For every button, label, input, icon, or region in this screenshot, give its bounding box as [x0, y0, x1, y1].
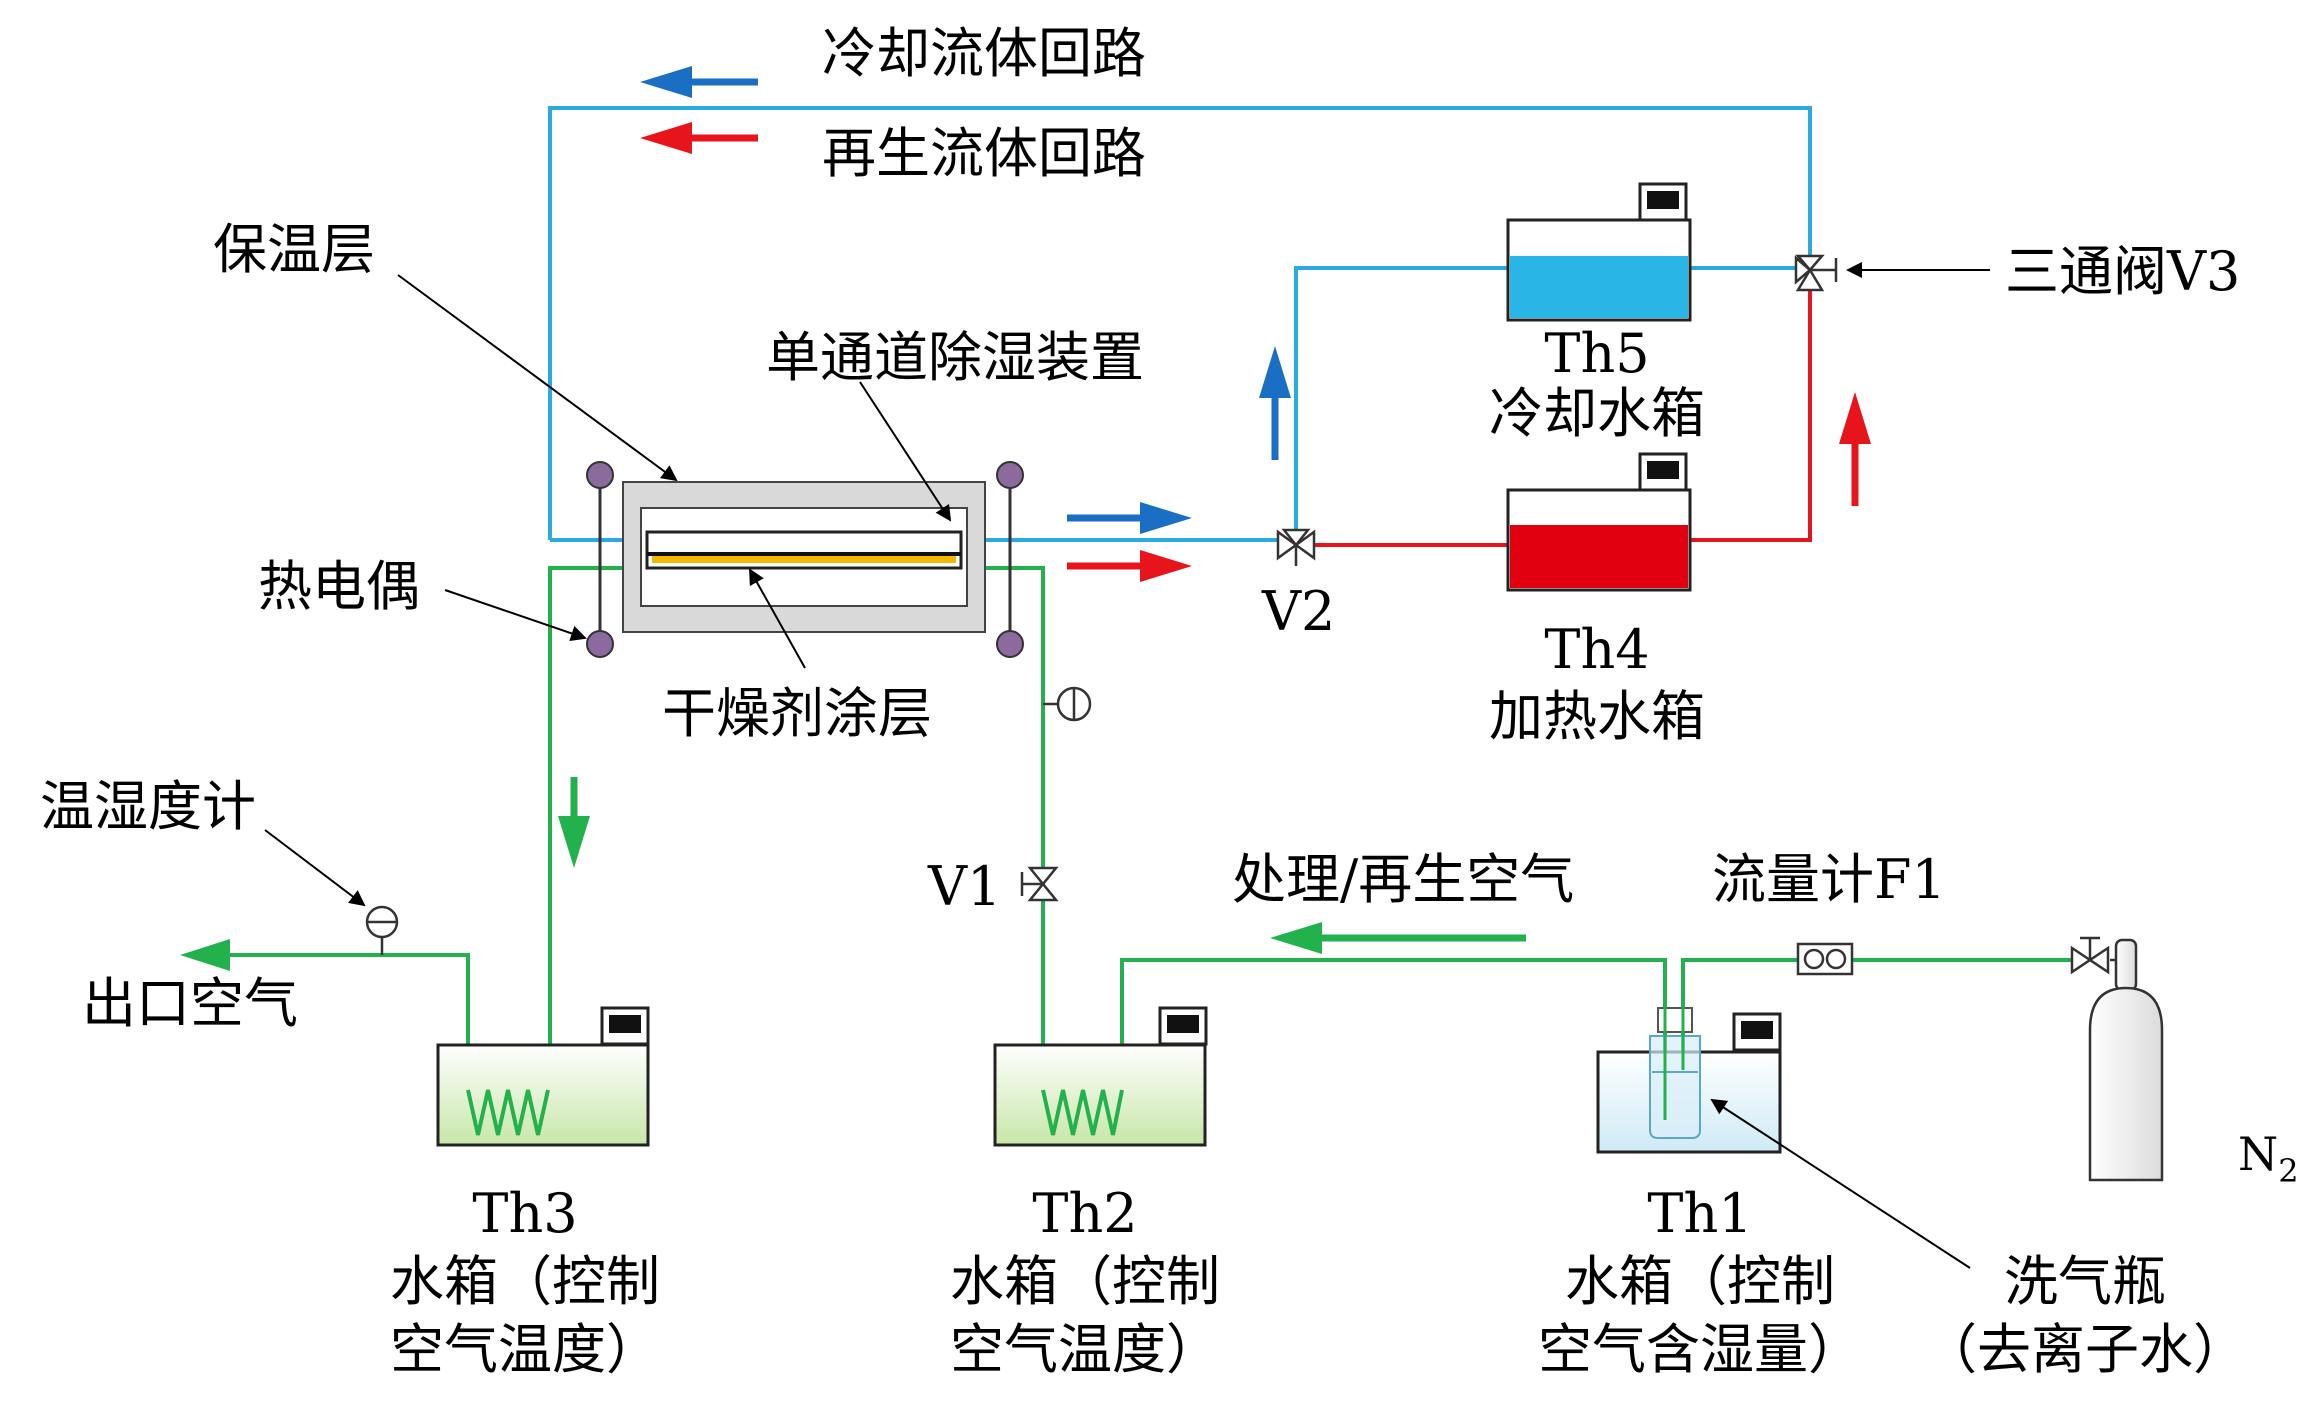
thermocouples	[586, 461, 1024, 658]
valve-v3-label: 三通阀V3	[2005, 240, 2240, 303]
thermocouple-label: 热电偶	[258, 555, 420, 618]
leader-lines	[264, 262, 1990, 1269]
regen-legend-arrow-icon	[640, 122, 758, 154]
valve-v1-icon[interactable]	[1020, 866, 1059, 902]
regen-up-arrow-icon	[1839, 392, 1871, 506]
v2-to-cooling-tank	[1294, 266, 1510, 530]
th3-desc-line1: 水箱（控制	[390, 1250, 660, 1313]
bottle-label-line2: （去离子水）	[1923, 1318, 2247, 1381]
th1-id-label: Th1	[1647, 1182, 1752, 1245]
outlet-air-line	[548, 566, 642, 1100]
n2-label: N2	[2238, 1127, 2299, 1190]
th3-coil	[466, 1089, 550, 1136]
thermocouple-icon	[996, 461, 1024, 489]
outlet-left-arrow-icon	[180, 939, 230, 971]
th5-cooling-tank	[1506, 182, 1692, 322]
valve-v1-label: V1	[927, 855, 1001, 918]
dehumidifier-unit	[622, 481, 986, 633]
cooling-flow-arrow-icon	[1067, 502, 1192, 534]
single-channel-label: 单通道除湿装置	[766, 326, 1144, 389]
th1-desc-line2: 空气含湿量）	[1538, 1318, 1862, 1381]
cooling-legend-label: 冷却流体回路	[822, 22, 1146, 85]
n2-main: N	[2238, 1127, 2278, 1181]
th2-desc-line1: 水箱（控制	[950, 1250, 1220, 1313]
cooling-loop	[548, 106, 1812, 542]
gas-washing-bottle-icon	[1649, 1000, 1701, 1139]
n2-subscript: 2	[2278, 1152, 2298, 1190]
n2-valve-icon[interactable]	[2070, 936, 2110, 975]
hygrometer-icon	[365, 905, 399, 955]
inlet-sensor-icon	[1043, 686, 1092, 722]
labels: 保温层 单通道除湿装置 热电偶 干燥剂涂层 温湿度计 出口空气 处理/再生空气 …	[40, 218, 2299, 1381]
th4-name-label: 加热水箱	[1489, 685, 1705, 748]
flowmeter-f1-icon	[1796, 942, 1854, 976]
th2-id-label: Th2	[1032, 1182, 1137, 1245]
th1-water-bath	[1596, 1000, 1782, 1154]
th5-id-label: Th5	[1544, 322, 1649, 385]
desiccant-coating	[652, 556, 956, 563]
regen-legend-label: 再生流体回路	[822, 122, 1146, 185]
flowmeter-label: 流量计F1	[1712, 848, 1946, 911]
thermocouple-icon	[586, 461, 614, 489]
thermocouple-icon	[586, 630, 614, 658]
valve-v3-icon[interactable]	[1794, 254, 1838, 292]
th4-heating-tank	[1506, 452, 1692, 592]
thermocouple-icon	[996, 630, 1024, 658]
hygrometer-label: 温湿度计	[40, 775, 256, 838]
th4-id-label: Th4	[1544, 618, 1649, 681]
th2-coil	[1041, 1089, 1124, 1136]
th2-desc-line2: 空气温度）	[950, 1318, 1220, 1381]
th3-desc-line2: 空气温度）	[390, 1318, 660, 1381]
air-lines	[198, 566, 2085, 1120]
cooling-legend-arrow-icon	[640, 66, 758, 98]
th5-name-label: 冷却水箱	[1489, 382, 1705, 445]
process-air-label: 处理/再生空气	[1232, 848, 1574, 911]
th1-desc-line1: 水箱（控制	[1565, 1250, 1835, 1313]
th3-id-label: Th3	[472, 1182, 577, 1245]
outlet-down-arrow-icon	[558, 777, 590, 868]
cooling-return-line	[548, 106, 1812, 540]
process-air-arrow-icon	[1270, 922, 1526, 954]
n2-cylinder-icon	[2088, 938, 2164, 1182]
legend: 冷却流体回路 再生流体回路	[640, 22, 1146, 185]
regen-loop	[1315, 290, 1812, 547]
bottle-label-line1: 洗气瓶	[2004, 1250, 2166, 1313]
inlet-air-line	[965, 566, 1045, 1090]
th3-water-bath	[436, 1006, 650, 1147]
th2-water-bath	[993, 1006, 1208, 1147]
valve-v2-icon[interactable]	[1276, 528, 1316, 566]
flow-arrows	[180, 346, 1871, 971]
cooling-up-arrow-icon	[1259, 346, 1291, 460]
outlet-air-label: 出口空气	[82, 972, 298, 1035]
heating-tank-to-v3	[1690, 290, 1812, 542]
valve-v2-label: V2	[1261, 580, 1335, 643]
regen-flow-arrow-icon	[1067, 550, 1192, 582]
insulation-label: 保温层	[213, 218, 375, 281]
desiccant-label: 干燥剂涂层	[662, 682, 932, 745]
